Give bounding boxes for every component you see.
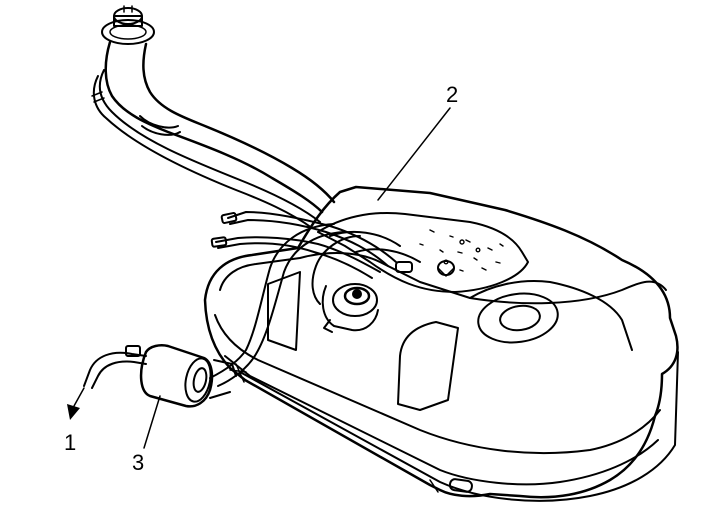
callout-3: 3 (132, 450, 144, 475)
tank-pad-outer (477, 292, 559, 344)
filter-body (139, 344, 214, 408)
gauge-unit-base (332, 283, 378, 317)
filter-end-cap (184, 357, 212, 403)
filter-inlet-hose (83, 351, 147, 389)
tank-lower-bead (224, 355, 659, 486)
arrow-1-head (67, 404, 80, 420)
filler-neck (91, 5, 336, 229)
breather-line-a (98, 69, 321, 223)
tank-top-rim (219, 252, 667, 305)
tank-ridge-right (469, 279, 633, 351)
leaders (67, 107, 451, 449)
tank-pad-inner (499, 304, 541, 332)
tank-texture (419, 229, 504, 272)
hose-upper-end (227, 211, 397, 263)
hoses (209, 211, 421, 387)
tank-side-bead (214, 314, 661, 455)
callout-1: 1 (64, 430, 76, 455)
leader-3 (143, 395, 161, 449)
fuel-line-loop-2 (311, 235, 361, 305)
arrow-1-shaft (73, 387, 85, 407)
leader-2 (377, 107, 451, 201)
breather-line-b (92, 75, 313, 229)
fuel-tank (203, 185, 679, 502)
filter-bracket (209, 359, 237, 399)
tank-upper-surface (317, 211, 529, 293)
filler-tube (104, 40, 336, 214)
filler-clamp (139, 115, 181, 136)
gauge-bracket (321, 285, 379, 333)
callout-2: 2 (446, 82, 458, 107)
filler-flange (101, 19, 155, 45)
strap-recess-left (267, 271, 301, 351)
fuel-filter (83, 344, 247, 408)
callout-labels: 1 2 3 (64, 82, 458, 475)
gauge-unit-cap (343, 286, 371, 306)
fuel-gauge-unit (321, 260, 455, 333)
hose-lower-end (215, 236, 381, 273)
fuel-line-loop (209, 223, 335, 379)
mounting-slot (448, 478, 473, 493)
tank-flange (239, 351, 679, 502)
strap-recess-right (397, 321, 459, 411)
